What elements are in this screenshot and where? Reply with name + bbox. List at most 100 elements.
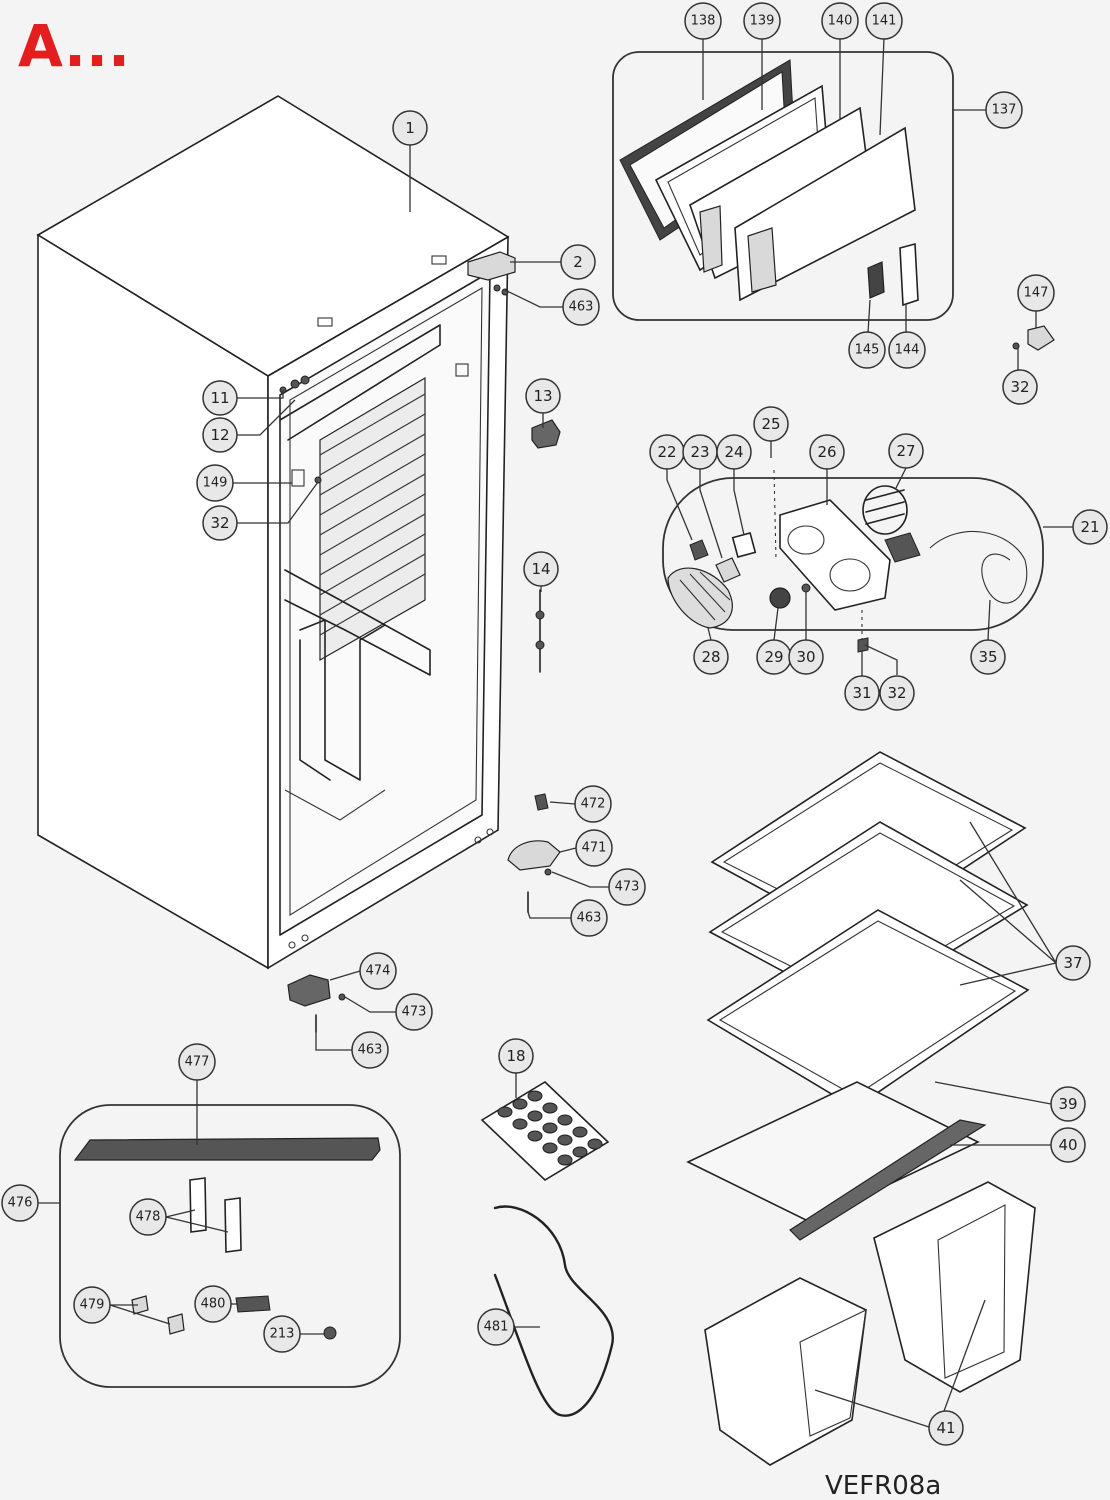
callout-147: 147 [1017,274,1055,312]
svg-text:478: 478 [136,1210,161,1225]
callout-12: 12 [202,417,238,453]
svg-text:40: 40 [1058,1136,1077,1154]
callout-27: 27 [888,433,924,469]
callout-473: 473 [395,993,433,1031]
svg-text:13: 13 [533,387,552,405]
svg-text:11: 11 [210,389,229,407]
svg-text:463: 463 [577,911,602,926]
svg-text:481: 481 [484,1320,509,1335]
callout-41: 41 [928,1410,964,1446]
callout-479: 479 [73,1286,111,1324]
svg-text:149: 149 [203,476,228,491]
leader-lines [38,37,1073,1428]
callout-213: 213 [263,1315,301,1353]
diagram-code: VEFR08a [825,1471,941,1500]
callout-474: 474 [359,952,397,990]
callout-145: 145 [848,331,886,369]
callout-138: 138 [684,2,722,40]
callout-24: 24 [716,434,752,470]
svg-text:141: 141 [872,14,897,29]
svg-text:31: 31 [852,684,871,702]
part-14-shape [535,589,545,673]
callout-472: 472 [574,785,612,823]
callout-473: 473 [608,868,646,906]
callout-2: 2 [560,244,596,280]
crisper-cover [686,1081,987,1241]
svg-text:479: 479 [80,1298,105,1313]
svg-text:473: 473 [615,880,640,895]
callout-481: 481 [477,1308,515,1346]
svg-text:41: 41 [936,1419,955,1437]
svg-text:138: 138 [691,14,716,29]
callout-463: 463 [562,288,600,326]
callout-463: 463 [570,899,608,937]
svg-text:12: 12 [210,426,229,444]
lamp-thermostat-group-outline [662,477,1044,631]
svg-text:23: 23 [690,443,709,461]
callout-28: 28 [693,639,729,675]
svg-text:18: 18 [506,1047,525,1065]
svg-text:29: 29 [764,648,783,666]
callout-477: 477 [178,1043,216,1081]
callout-140: 140 [821,2,859,40]
ice-tray [480,1080,610,1182]
svg-text:477: 477 [185,1055,210,1070]
freezer-door-group-outline [612,51,954,321]
lamp-thermostat-parts [667,469,1028,653]
callout-144: 144 [888,331,926,369]
callout-13: 13 [525,378,561,414]
crisper-drawers [704,1181,1036,1466]
callout-29: 29 [756,639,792,675]
callout-141: 141 [865,2,903,40]
svg-text:32: 32 [887,684,906,702]
callout-14: 14 [523,551,559,587]
callout-30: 30 [788,639,824,675]
svg-text:144: 144 [895,343,920,358]
svg-text:26: 26 [817,443,836,461]
callout-18: 18 [498,1038,534,1074]
callout-31: 31 [844,675,880,711]
glass-shelves [706,751,1030,1109]
svg-text:463: 463 [358,1043,383,1058]
callout-139: 139 [743,2,781,40]
svg-text:2: 2 [573,253,583,271]
svg-text:480: 480 [201,1297,226,1312]
callout-32: 32 [1002,369,1038,405]
part-147-shape [1027,325,1055,351]
refrigerator-cabinet [36,95,516,970]
svg-text:24: 24 [724,443,743,461]
callout-1: 1 [392,110,428,146]
callout-25: 25 [753,406,789,442]
gasket-481-shape [493,1205,614,1417]
svg-text:473: 473 [402,1005,427,1020]
svg-text:463: 463 [569,300,594,315]
svg-text:21: 21 [1080,518,1099,536]
svg-text:476: 476 [8,1196,33,1211]
callout-21: 21 [1072,509,1108,545]
svg-text:472: 472 [581,797,606,812]
kit-476-parts [73,1137,381,1340]
callout-149: 149 [196,464,234,502]
svg-text:32: 32 [1010,378,1029,396]
svg-text:35: 35 [978,648,997,666]
callout-40: 40 [1050,1127,1086,1163]
callout-23: 23 [682,434,718,470]
svg-text:30: 30 [796,648,815,666]
svg-text:1: 1 [405,119,415,137]
svg-text:147: 147 [1024,286,1049,301]
svg-text:28: 28 [701,648,720,666]
svg-text:137: 137 [992,103,1017,118]
callout-137: 137 [985,91,1023,129]
callout-26: 26 [809,434,845,470]
svg-text:39: 39 [1058,1095,1077,1113]
callout-22: 22 [649,434,685,470]
callout-32: 32 [202,505,238,541]
svg-text:471: 471 [582,841,607,856]
callout-471: 471 [575,829,613,867]
freezer-door-parts [619,59,919,307]
svg-text:22: 22 [657,443,676,461]
svg-text:474: 474 [366,964,391,979]
svg-text:213: 213 [270,1327,295,1342]
